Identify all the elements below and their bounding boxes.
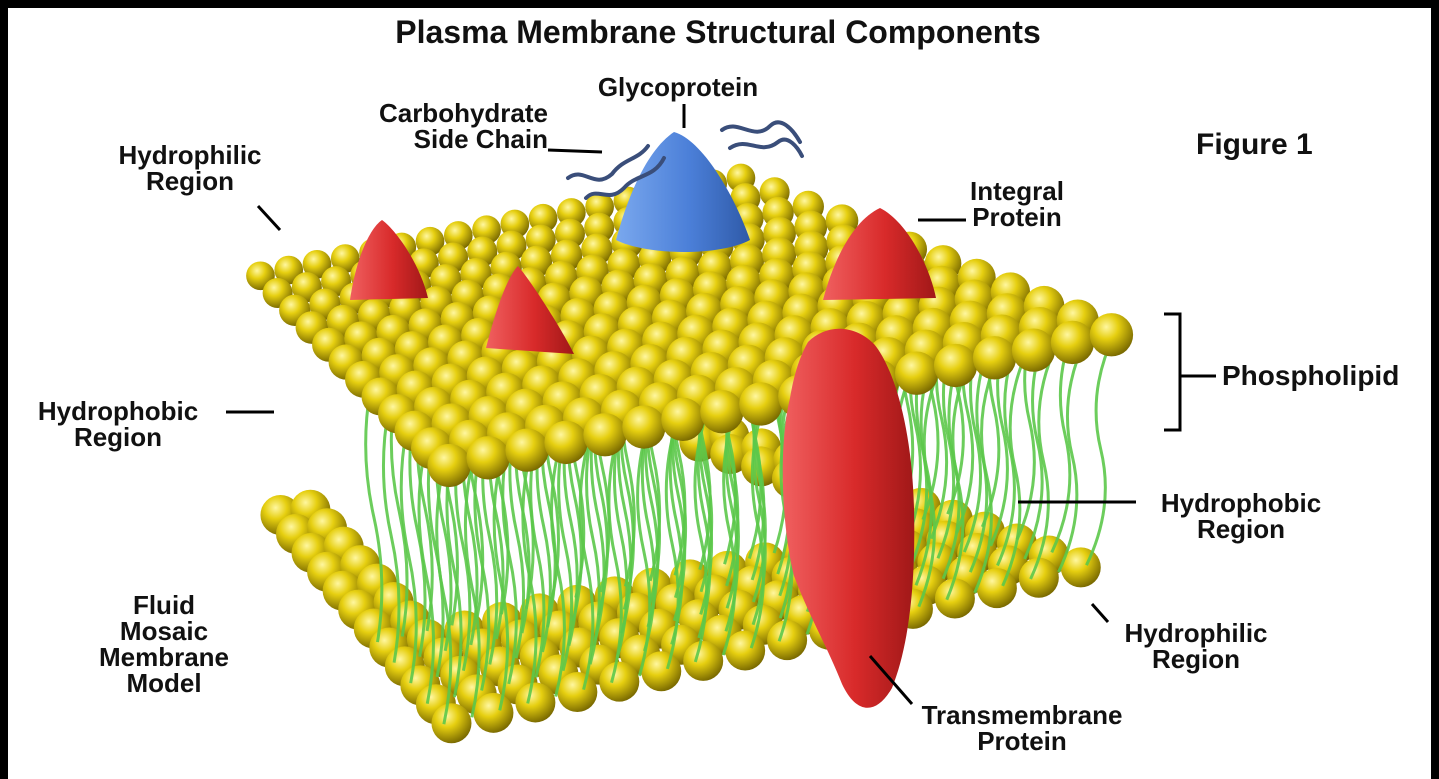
phospholipid-head: [473, 693, 513, 733]
hydrophilic-region-top-label: Hydrophilic Region: [90, 142, 290, 194]
phospholipid-head: [1051, 321, 1094, 364]
carbohydrate-label: Carbohydrate Side Chain: [326, 100, 548, 152]
carbohydrate-chain: [730, 140, 802, 156]
phospholipid-head: [1090, 313, 1133, 356]
phospholipid-head: [683, 641, 723, 681]
phospholipid-label: Phospholipid: [1222, 362, 1399, 390]
model-name-label: Fluid Mosaic Membrane Model: [74, 592, 254, 696]
phospholipid-head: [641, 651, 681, 691]
figure-panel: Plasma Membrane Structural Components Fi…: [8, 8, 1431, 779]
phospholipid-head: [466, 436, 509, 479]
phospholipid-head: [599, 662, 639, 702]
phospholipid-head: [1012, 328, 1055, 371]
figure-label: Figure 1: [1196, 130, 1313, 160]
phospholipid-head: [557, 672, 597, 712]
phospholipid-bracket: [1164, 314, 1180, 430]
hydrophilic-region-bottom-label: Hydrophilic Region: [1098, 620, 1294, 672]
phospholipid-head: [725, 630, 765, 670]
figure-title: Plasma Membrane Structural Components: [288, 16, 1148, 48]
phospholipid-head: [1019, 558, 1059, 598]
glycoprotein-shape: [616, 132, 750, 252]
transmembrane-protein-label: Transmembrane Protein: [892, 702, 1152, 754]
hydrophobic-region-right-label: Hydrophobic Region: [1136, 490, 1346, 542]
phospholipid-head: [661, 398, 704, 441]
phospholipid-head: [739, 382, 782, 425]
hydrophobic-region-left-label: Hydrophobic Region: [8, 398, 228, 450]
phospholipid-head: [431, 703, 471, 743]
phospholipid-head: [700, 390, 743, 433]
leader-carbohydrate: [548, 150, 602, 152]
phospholipid-head: [583, 413, 626, 456]
lipid-tail: [1086, 333, 1114, 565]
integral-protein-label: Integral Protein: [952, 178, 1082, 230]
leader-hydrophilic-top: [258, 206, 280, 230]
phospholipid-head: [427, 444, 470, 487]
phospholipid-head: [544, 421, 587, 464]
phospholipid-head: [973, 336, 1016, 379]
phospholipid-head: [505, 428, 548, 471]
phospholipid-head: [935, 579, 975, 619]
phospholipid-head: [515, 682, 555, 722]
phospholipid-head: [767, 620, 807, 660]
phospholipid-head: [895, 352, 938, 395]
glycoprotein-label: Glycoprotein: [568, 74, 788, 100]
phospholipid-head: [622, 405, 665, 448]
phospholipid-head: [934, 344, 977, 387]
